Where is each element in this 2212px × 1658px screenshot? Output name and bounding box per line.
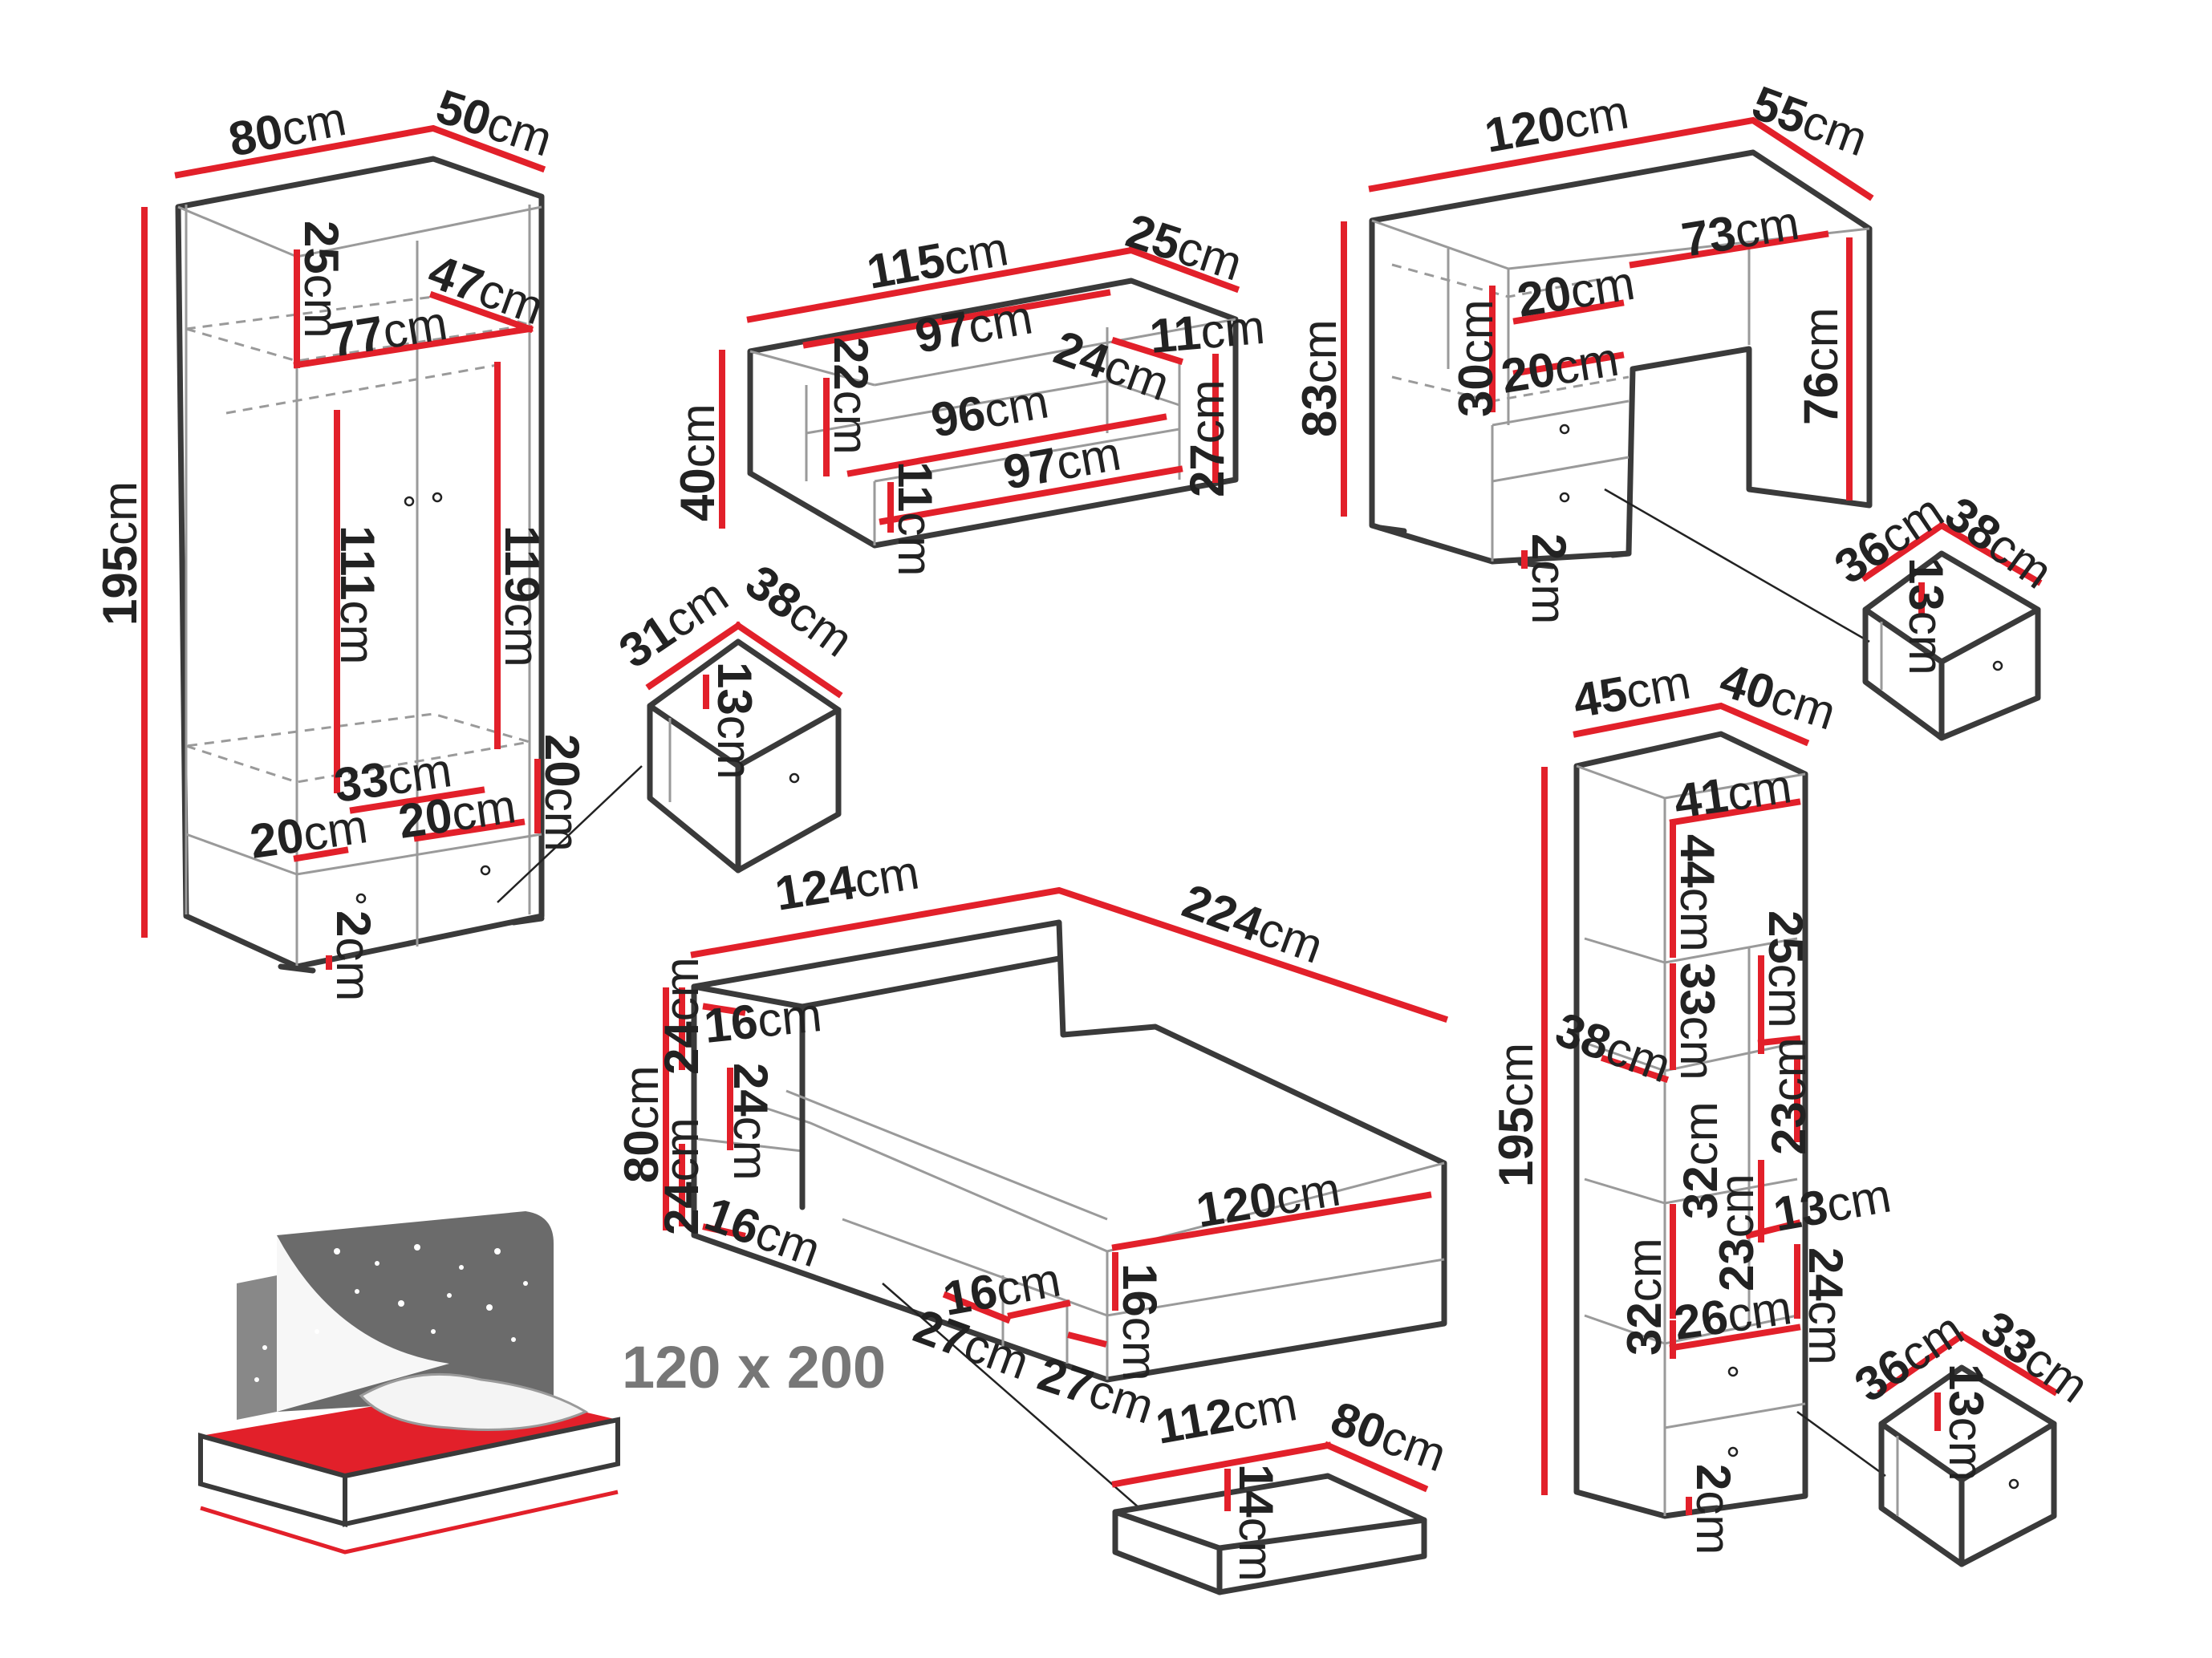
bed-h24c-label: 24cm xyxy=(655,1117,708,1235)
tv-inner-top-label: 97cm xyxy=(911,290,1037,363)
tv-width-label: 115cm xyxy=(863,221,1013,299)
tv-stand-labels: 115cm 25cm 40cm 97cm 96cm 97cm 24cm 11cm… xyxy=(671,204,1267,577)
desk-drawer-depth-label: 38cm xyxy=(1935,486,2062,598)
tv-h11-label: 11cm xyxy=(888,461,942,576)
tv-h22-label: 22cm xyxy=(824,337,878,455)
desk-drawer-height-label: 13cm xyxy=(1899,557,1953,675)
bed-height-label: 80cm xyxy=(615,1065,668,1183)
tv-depth-label: 25cm xyxy=(1120,204,1248,291)
bookcase-drawer-height-label: 13cm xyxy=(1939,1364,1993,1482)
bookcase-foot-label: 2cm xyxy=(1686,1464,1740,1555)
bookcase-inner-width-label: 41cm xyxy=(1670,759,1795,829)
bed-drawer-drawing xyxy=(1111,1441,1429,1595)
bed-drawer-height-label: 14cm xyxy=(1229,1464,1283,1582)
tv-inner-bottom-label: 97cm xyxy=(1000,426,1125,499)
wardrobe-shelf-20c-label: 20cm xyxy=(535,734,589,852)
bookcase-h25-label: 25cm xyxy=(1759,910,1812,1028)
bookcase-h23a-label: 23cm xyxy=(1762,1037,1816,1155)
bed-width-label: 124cm xyxy=(772,845,923,920)
desk-drawing xyxy=(1341,116,1874,643)
desk-shelf-20b-label: 20cm xyxy=(1498,332,1622,403)
bookcase-d38-label: 38cm xyxy=(1549,1002,1678,1092)
desk-leg-width-label: 73cm xyxy=(1678,196,1803,267)
desk-foot-label: 2cm xyxy=(1522,533,1576,624)
desk-shelf-20a-label: 20cm xyxy=(1514,256,1638,327)
bookcase-h32b-label: 32cm xyxy=(1617,1238,1671,1356)
mattress-illustration xyxy=(198,1211,620,1555)
bed-d16d-label: 16cm xyxy=(1113,1263,1167,1381)
tv-inner-mid-label: 96cm xyxy=(927,374,1053,447)
bed-h24b-label: 24cm xyxy=(724,1063,777,1181)
bed-drawing xyxy=(663,886,1449,1509)
bookcase-labels: 45cm 40cm 195cm 41cm 44cm 25cm 33cm 38cm… xyxy=(1489,653,2098,1555)
wardrobe-height-label: 195cm xyxy=(93,481,147,626)
wardrobe-labels: 80cm 50cm 195cm 25cm 77cm 47cm 111cm 119… xyxy=(93,79,862,1002)
bookcase-height-label: 195cm xyxy=(1489,1043,1543,1187)
wardrobe-drawing xyxy=(141,124,643,974)
tv-height-label: 40cm xyxy=(671,403,724,521)
bed-inner-width-label: 120cm xyxy=(1193,1161,1344,1237)
tv-stand-drawing xyxy=(719,245,1240,549)
desk-height-label: 83cm xyxy=(1293,319,1346,437)
bed-drawer-depth-label: 80cm xyxy=(1325,1391,1454,1482)
tv-side-height-label: 11cm xyxy=(1147,300,1267,363)
wardrobe-drawer-height-label: 13cm xyxy=(708,662,761,780)
bed-d16a-label: 16cm xyxy=(701,987,824,1053)
wardrobe-top-width-label: 77cm xyxy=(327,296,451,367)
wardrobe-shelf-33-label: 33cm xyxy=(331,743,455,813)
bed-labels: 124cm 224cm 80cm 24cm 24cm 24cm 16cm 16c… xyxy=(615,845,1453,1581)
bed-drawer-width-label: 112cm xyxy=(1152,1376,1301,1454)
mattress-size-label: 120 x 200 xyxy=(622,1334,886,1401)
desk-width-label: 120cm xyxy=(1481,85,1633,163)
wardrobe-right-door-label: 119cm xyxy=(495,525,549,667)
bed-d16c-label: 16cm xyxy=(940,1252,1065,1325)
desk-drawer-drawing xyxy=(1861,521,2043,741)
bookcase-width-label: 45cm xyxy=(1569,655,1695,728)
bookcase-h33-label: 33cm xyxy=(1670,963,1724,1080)
wardrobe-top-height-label: 25cm xyxy=(294,221,348,338)
desk-leg-height-label: 76cm xyxy=(1794,307,1848,425)
bookcase-h32a-label: 32cm xyxy=(1674,1101,1727,1219)
bed-d16b-label: 16cm xyxy=(699,1186,828,1277)
wardrobe-shelf-20a-label: 20cm xyxy=(246,799,371,869)
bookcase-h23b-label: 23cm xyxy=(1710,1174,1764,1291)
wardrobe-left-door-label: 111cm xyxy=(331,525,384,664)
wardrobe-shelf-20b-label: 20cm xyxy=(395,779,519,849)
bookcase-h44-label: 44cm xyxy=(1670,834,1724,952)
bookcase-w26-label: 26cm xyxy=(1670,1280,1795,1350)
wardrobe-foot-label: 2cm xyxy=(327,910,380,1001)
bed-length-label: 224cm xyxy=(1176,874,1330,974)
bookcase-w13-label: 13cm xyxy=(1770,1168,1895,1241)
bookcase-drawing xyxy=(1541,702,1886,1519)
wardrobe-width-label: 80cm xyxy=(225,91,351,167)
desk-h30-label: 30cm xyxy=(1449,299,1503,417)
bed-h24a-label: 24cm xyxy=(655,957,708,1075)
tv-h27-label: 27cm xyxy=(1180,379,1234,497)
bookcase-drawer-drawing xyxy=(1877,1331,2059,1567)
wardrobe-drawer-drawing xyxy=(645,621,843,874)
desk-depth-label: 55cm xyxy=(1746,75,1875,166)
bookcase-h24-label: 24cm xyxy=(1799,1247,1853,1365)
